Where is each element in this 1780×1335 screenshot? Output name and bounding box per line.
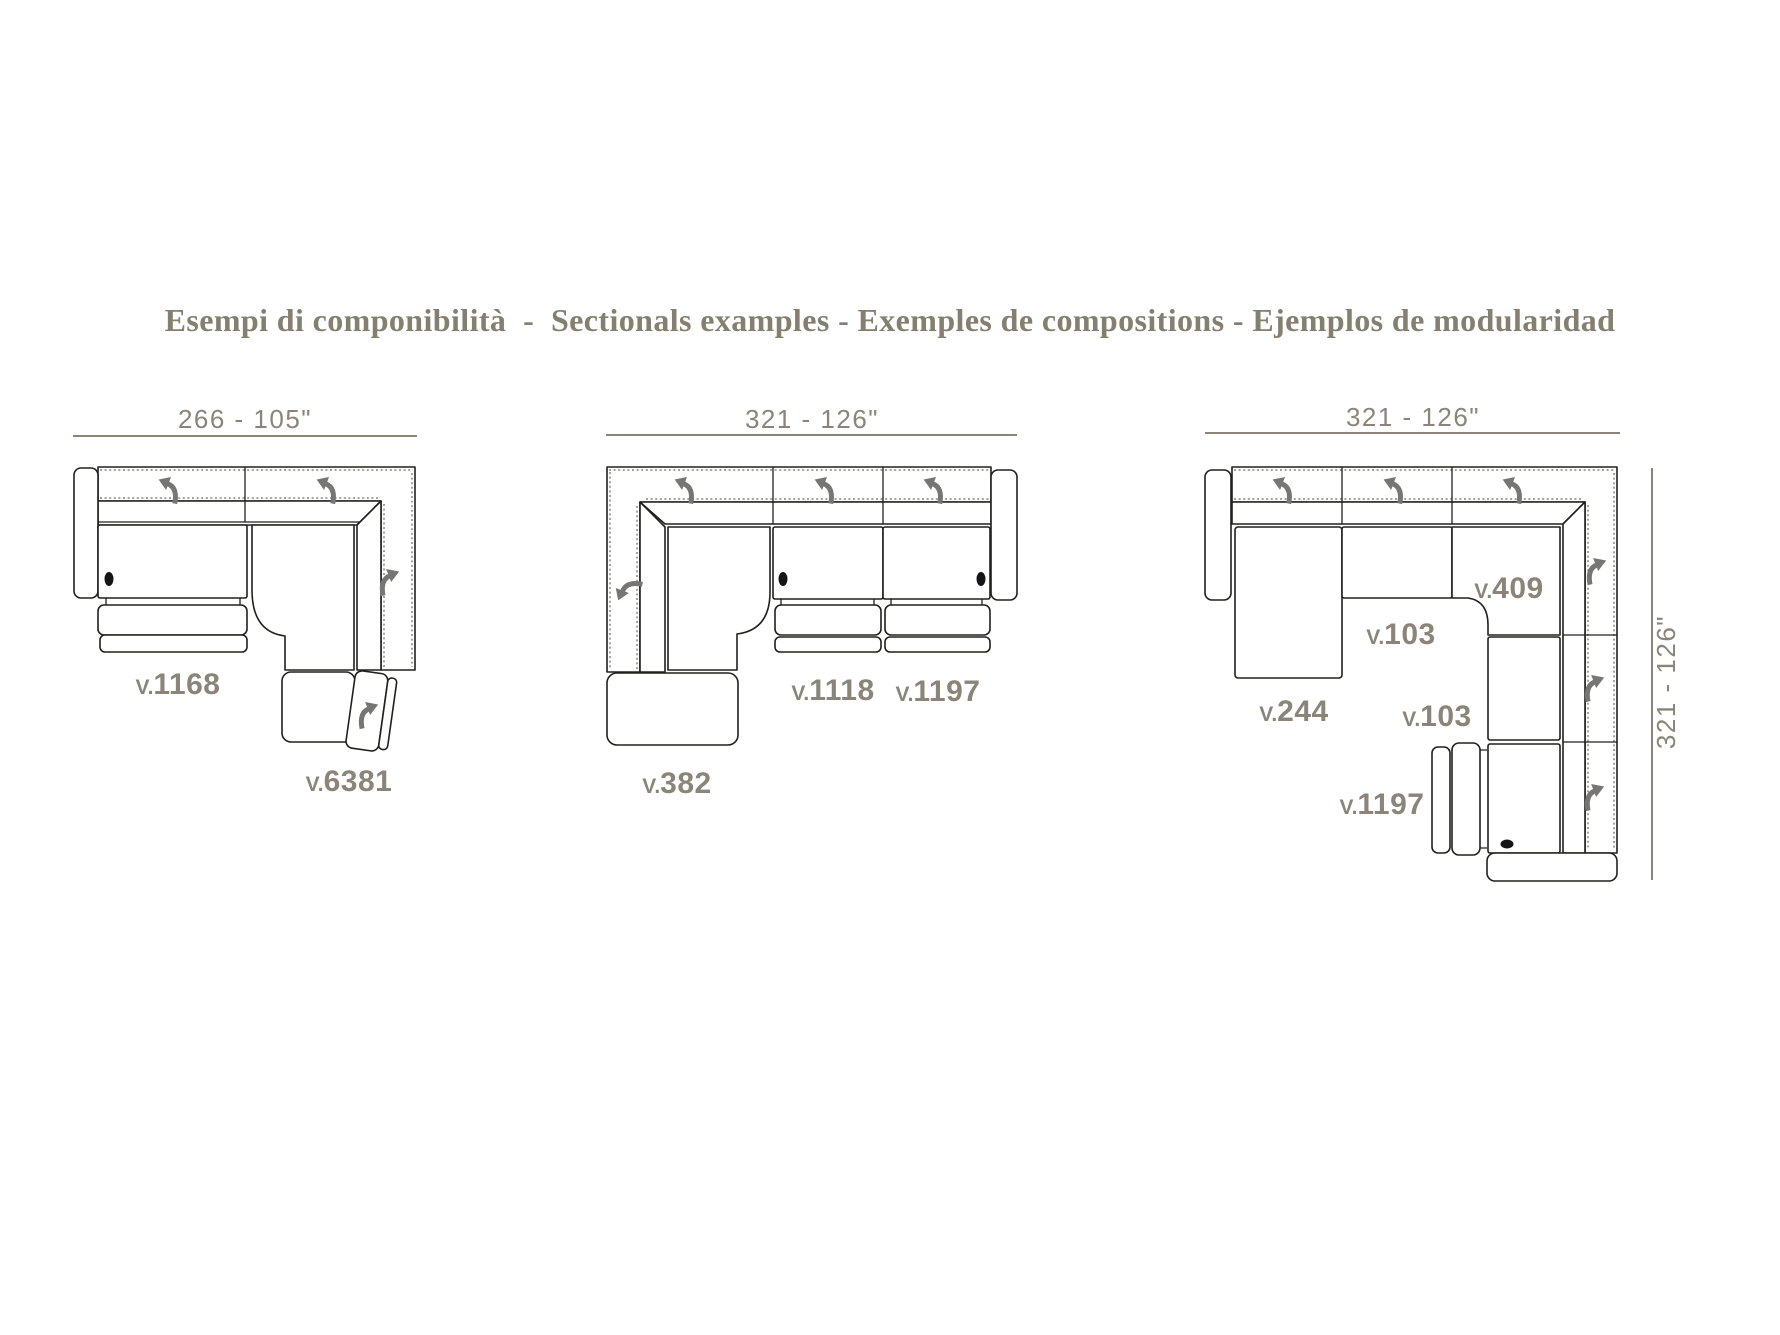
dimension-label-width-1: 266 - 105" bbox=[178, 404, 312, 434]
seat-cushion bbox=[97, 604, 248, 636]
seat-front-bar bbox=[1486, 852, 1618, 882]
footrest-cushion bbox=[1451, 742, 1481, 856]
sofa-arm bbox=[1204, 469, 1232, 601]
terminal-seat bbox=[281, 671, 356, 743]
model-label: V.382 bbox=[642, 767, 711, 800]
model-label: V.1197 bbox=[1339, 788, 1424, 821]
cushion-tick bbox=[1480, 749, 1487, 849]
model-label: V.244 bbox=[1259, 695, 1328, 728]
corner-seat bbox=[251, 524, 355, 671]
seat-cushion bbox=[774, 636, 882, 653]
back-cushion-strip-top bbox=[639, 501, 992, 525]
power-button-dot bbox=[1500, 839, 1514, 849]
ottoman bbox=[606, 672, 739, 746]
sectional-diagram-2: 321 - 126" bbox=[606, 404, 1018, 800]
power-button-dot bbox=[778, 572, 788, 586]
corner-seat bbox=[667, 526, 771, 671]
power-button-dot bbox=[976, 572, 986, 586]
page-title: Esempi di componibilità - Sectionals exa… bbox=[164, 302, 1616, 338]
back-cushion-strip-top bbox=[1231, 501, 1586, 525]
model-label: V.103 bbox=[1402, 700, 1471, 733]
sofa-arm bbox=[990, 469, 1018, 601]
seat-cushion bbox=[884, 604, 991, 636]
power-button-dot bbox=[104, 572, 114, 586]
chaise-seat bbox=[1234, 526, 1343, 679]
model-label: V.6381 bbox=[306, 765, 393, 798]
chaise-seat bbox=[97, 524, 248, 599]
sofa-seat bbox=[1487, 636, 1561, 741]
dimension-label-width-3: 321 - 126" bbox=[1346, 402, 1480, 432]
back-cushion-strip-right bbox=[356, 500, 382, 671]
sofa-seat bbox=[1487, 743, 1561, 854]
back-cushion-strip-right bbox=[1562, 501, 1586, 854]
model-label: V.103 bbox=[1366, 618, 1435, 651]
sectional-diagram-1: 266 - 105" bbox=[73, 404, 417, 798]
sofa-seat bbox=[772, 526, 884, 600]
piping-stitch bbox=[609, 469, 989, 669]
sofa-outline-2 bbox=[606, 466, 1018, 746]
back-cushion-strip-left bbox=[639, 501, 666, 673]
sofa-outline-3 bbox=[1204, 466, 1618, 882]
piping-stitch bbox=[100, 469, 413, 667]
sectional-diagram-3: 321 - 126" 321 - 126" bbox=[1204, 402, 1681, 882]
dimension-label-width-2: 321 - 126" bbox=[745, 404, 879, 434]
seat-cushion bbox=[99, 634, 248, 653]
sofa-outline-1 bbox=[73, 466, 416, 752]
model-label: V.1118 bbox=[791, 674, 874, 707]
section-divider bbox=[1341, 467, 1617, 743]
sofa-seat bbox=[882, 526, 991, 600]
corner-seat bbox=[1451, 526, 1561, 636]
cushion-tick bbox=[780, 599, 983, 605]
model-label: V.1197 bbox=[895, 675, 980, 708]
model-label: V.409 bbox=[1474, 572, 1543, 605]
model-label: V.1168 bbox=[135, 668, 220, 701]
piping-stitch bbox=[1234, 469, 1615, 850]
sofa-arm bbox=[73, 467, 99, 599]
section-divider bbox=[772, 467, 884, 524]
seat-cushion bbox=[774, 604, 882, 636]
seat-cushion bbox=[884, 636, 991, 653]
dimension-label-height-3: 321 - 126" bbox=[1651, 615, 1681, 749]
cushion-tick bbox=[105, 598, 241, 605]
footrest-cushion bbox=[1431, 746, 1451, 854]
sofa-seat bbox=[1341, 526, 1453, 599]
